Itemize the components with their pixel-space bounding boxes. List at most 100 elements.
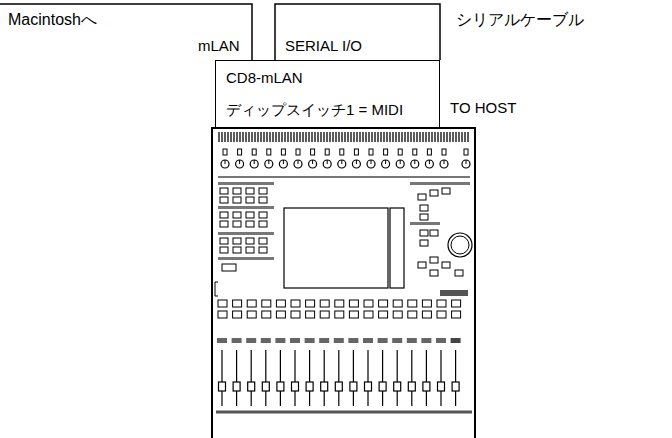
sel-button — [320, 300, 329, 307]
meter — [223, 149, 227, 155]
strip-mark — [451, 338, 461, 343]
meter — [427, 149, 431, 155]
meter — [281, 149, 285, 155]
vent-slot — [410, 132, 411, 142]
vent-slot — [275, 132, 276, 142]
vent-slot — [362, 132, 363, 142]
vent-slot — [338, 132, 339, 142]
vent-slot — [371, 132, 372, 142]
vent-slot — [401, 132, 402, 142]
fader-knob — [408, 382, 415, 391]
knob-mark — [239, 160, 240, 164]
fader-track — [324, 350, 325, 406]
fader-knob — [379, 382, 386, 391]
button — [430, 270, 438, 276]
vent-slot — [254, 132, 255, 142]
fader-track — [353, 350, 354, 406]
knob-mark — [371, 160, 372, 164]
vent-slot — [230, 132, 231, 142]
card-box: CD8-mLAN ディップスイッチ1 = MIDI — [215, 60, 440, 128]
data-dial-inner — [451, 236, 469, 254]
vent-slot — [281, 132, 282, 142]
vent-slot — [377, 132, 378, 142]
fader-knob — [423, 382, 430, 391]
vent-slot — [248, 132, 249, 142]
vent-slot — [332, 132, 333, 142]
knob-mark — [225, 160, 226, 164]
vent-slot — [287, 132, 288, 142]
sel-button — [422, 300, 431, 307]
meter — [413, 149, 417, 155]
port-label: SERIAL I/O — [285, 37, 362, 54]
vent-slot — [467, 132, 468, 142]
vent-slot — [308, 132, 309, 142]
separator — [218, 176, 470, 178]
strip-mark — [348, 338, 358, 343]
sel-button — [364, 300, 373, 307]
button — [220, 197, 228, 203]
card-setting: ディップスイッチ1 = MIDI — [226, 101, 403, 118]
knob-mark — [466, 160, 467, 164]
sel-button — [408, 300, 417, 307]
knob — [396, 160, 404, 168]
card-name: CD8-mLAN — [226, 69, 303, 86]
bottom-bar — [216, 411, 472, 414]
fader-track — [411, 350, 412, 406]
group-bar — [218, 232, 274, 235]
button — [420, 240, 428, 246]
strip-mark — [319, 338, 329, 343]
fader-track — [294, 350, 295, 406]
on-button — [291, 311, 300, 318]
vent-slot — [380, 132, 381, 142]
sel-button — [379, 300, 388, 307]
on-button — [437, 311, 446, 318]
vent-slot — [461, 132, 462, 142]
knob — [236, 160, 244, 168]
strip-mark — [407, 338, 417, 343]
knob — [250, 160, 258, 168]
vent-slot — [233, 132, 234, 142]
fader-knob — [394, 382, 401, 391]
group-bar — [410, 222, 440, 225]
vent-slot — [242, 132, 243, 142]
sel-button — [437, 300, 446, 307]
button — [220, 188, 228, 194]
button — [430, 190, 438, 196]
vent-slot — [341, 132, 342, 142]
knob — [462, 160, 470, 168]
knob — [367, 160, 375, 168]
vent-slot — [437, 132, 438, 142]
sel-button — [393, 300, 402, 307]
vent-slot — [392, 132, 393, 142]
vent-slot — [344, 132, 345, 142]
mixer-details — [217, 132, 470, 406]
button — [259, 247, 267, 253]
fader-knob — [262, 382, 269, 391]
button — [246, 221, 254, 227]
knob — [221, 160, 229, 168]
fader-track — [251, 350, 252, 406]
fader-track — [280, 350, 281, 406]
on-button — [349, 311, 358, 318]
vent-slot — [404, 132, 405, 142]
mlan-cable — [0, 4, 252, 60]
vent-slot — [368, 132, 369, 142]
strip-mark — [363, 338, 373, 343]
button — [220, 212, 228, 218]
meter — [354, 149, 358, 155]
vent-slot — [431, 132, 432, 142]
vent-slot — [293, 132, 294, 142]
meter — [252, 149, 256, 155]
button — [430, 230, 438, 236]
strip-mark — [436, 338, 446, 343]
vent-slot — [290, 132, 291, 142]
destination-label: Macintoshへ — [8, 11, 97, 29]
meter — [311, 149, 315, 155]
vent-slot — [449, 132, 450, 142]
button — [220, 247, 228, 253]
sel-button — [291, 300, 300, 307]
knob-mark — [298, 160, 299, 164]
vent-slot — [239, 132, 240, 142]
vent-slot — [395, 132, 396, 142]
vent-slot — [272, 132, 273, 142]
